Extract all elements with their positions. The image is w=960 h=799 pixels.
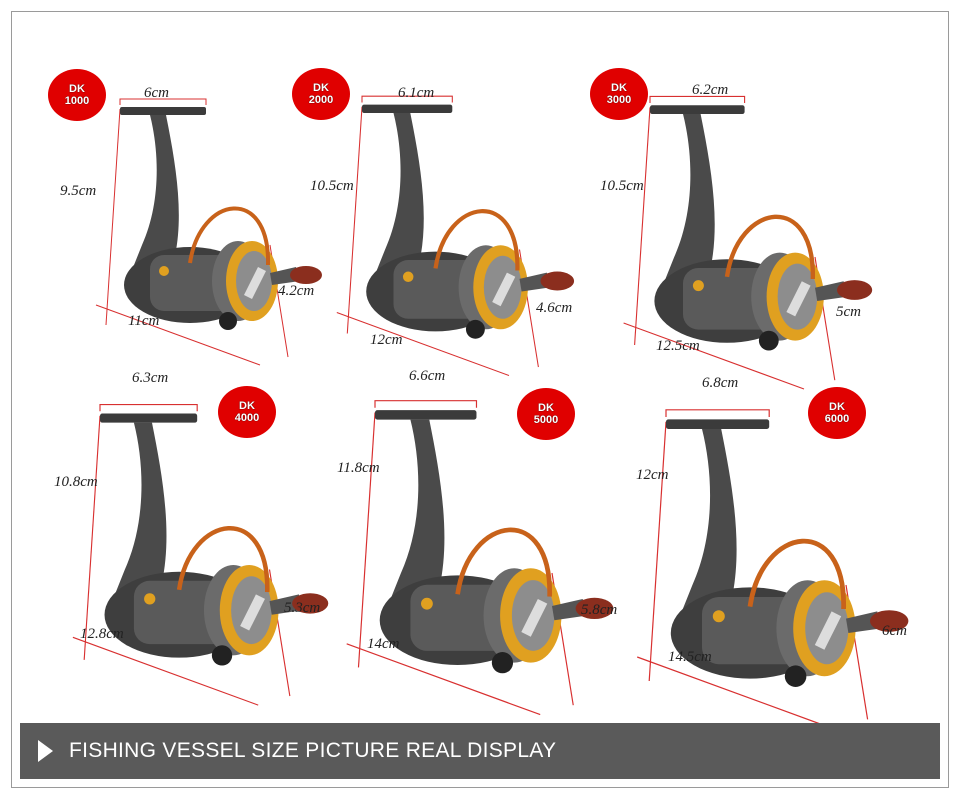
spool-diameter-label: 6cm	[882, 623, 907, 639]
handle-width-label: 6.1cm	[398, 85, 435, 101]
handle-width-label: 6.6cm	[409, 368, 446, 384]
handle-width-label: 6.8cm	[702, 375, 739, 391]
height-label: 12cm	[636, 467, 669, 483]
spool-diameter-label: 5cm	[836, 304, 861, 320]
height-label: 10.5cm	[600, 178, 644, 194]
spool-diameter-label: 4.6cm	[536, 300, 573, 316]
handle-width-label: 6.3cm	[132, 370, 169, 386]
height-label: 10.8cm	[54, 474, 98, 490]
handle-width-label: 6.2cm	[692, 82, 729, 98]
length-label: 14cm	[367, 636, 400, 652]
length-label: 14.5cm	[668, 649, 712, 665]
length-label: 12cm	[370, 332, 403, 348]
height-label: 11.8cm	[337, 460, 380, 476]
footer-caption: FISHING VESSEL SIZE PICTURE REAL DISPLAY	[69, 739, 557, 762]
footer-banner: FISHING VESSEL SIZE PICTURE REAL DISPLAY	[20, 723, 940, 779]
length-label: 12.8cm	[80, 626, 124, 642]
spool-diameter-label: 4.2cm	[278, 283, 315, 299]
spool-diameter-label: 5.3cm	[284, 600, 321, 616]
length-label: 11cm	[128, 313, 160, 329]
height-label: 9.5cm	[60, 183, 97, 199]
play-triangle-icon	[38, 740, 53, 762]
handle-width-label: 6cm	[144, 85, 169, 101]
length-label: 12.5cm	[656, 338, 700, 354]
height-label: 10.5cm	[310, 178, 354, 194]
spool-diameter-label: 5.8cm	[581, 602, 618, 618]
